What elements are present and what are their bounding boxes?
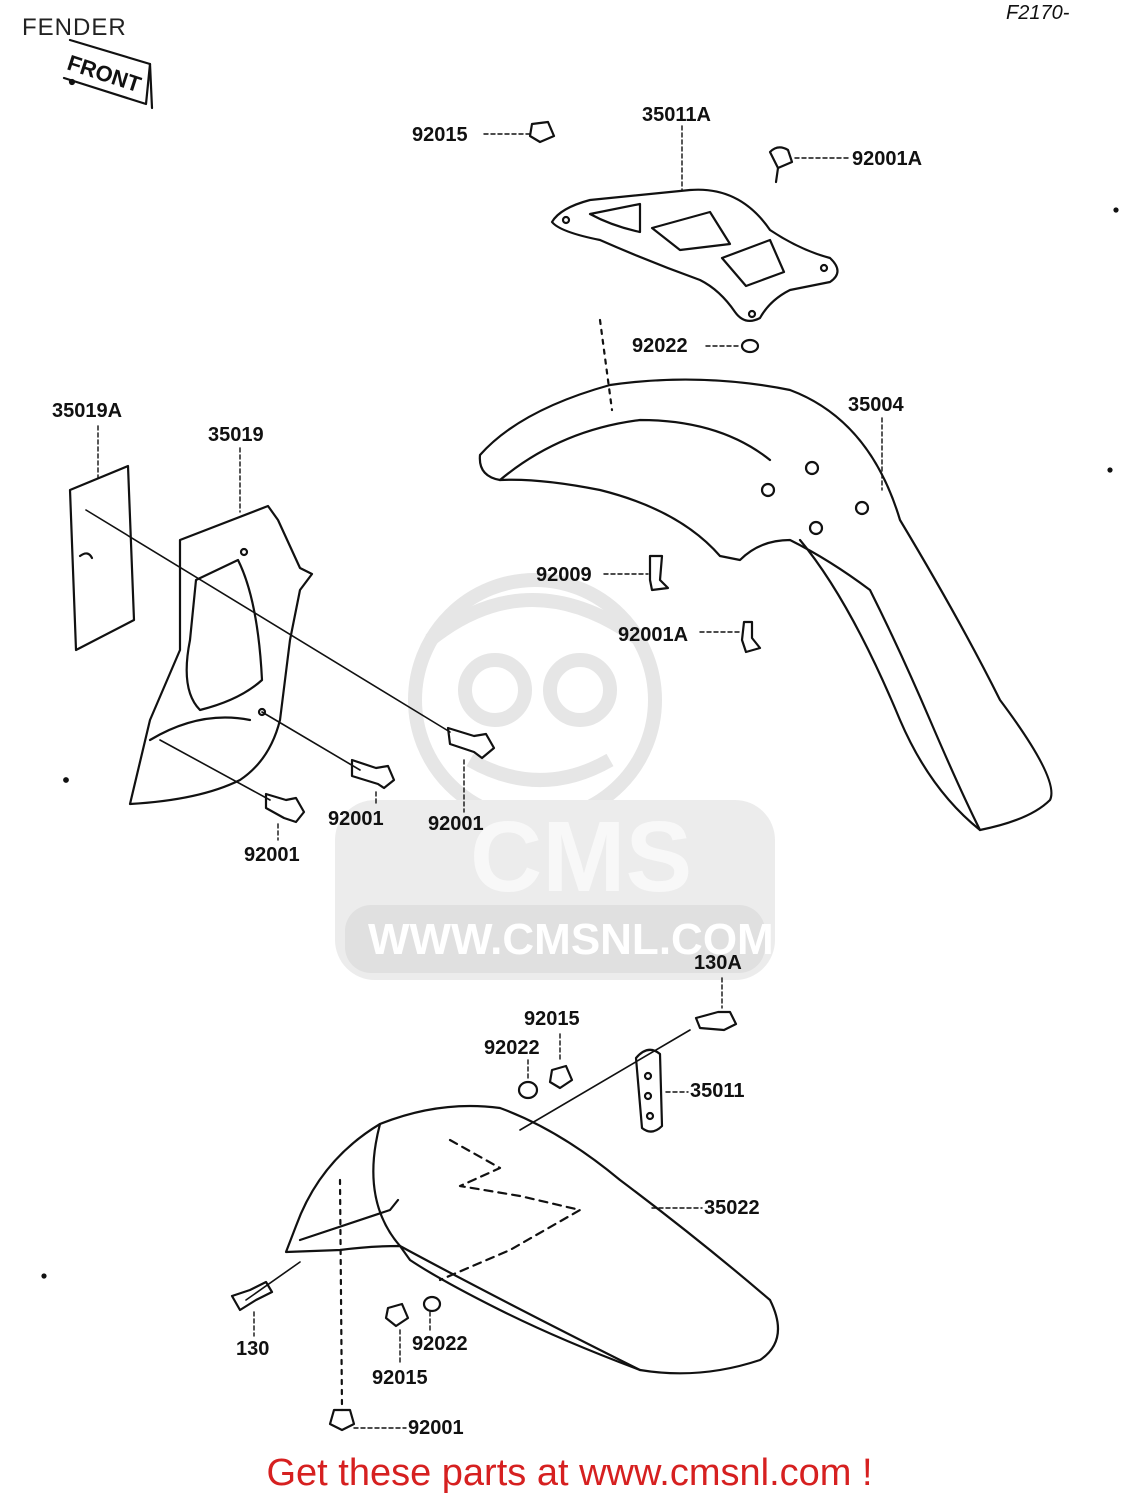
fender-35022 [284, 1104, 780, 1375]
bolt-92001A-top [768, 146, 794, 184]
bracket-35011A [550, 188, 839, 323]
part-label-35011A[interactable]: 35011A [642, 104, 711, 126]
part-label-92001A[interactable]: 92001A [852, 148, 923, 170]
bracket-35011 [634, 1048, 664, 1133]
bolt-92001A-mid [740, 620, 762, 654]
part-label-35019[interactable]: 35019 [208, 424, 264, 446]
part-label-35011[interactable]: 35011 [690, 1080, 745, 1102]
part-label-92009[interactable]: 92009 [536, 564, 592, 586]
washer-92022-top [740, 338, 760, 354]
front-marker-icon [62, 38, 154, 110]
bolt-92001-d [328, 1408, 356, 1432]
part-label-35022[interactable]: 35022 [704, 1197, 760, 1219]
diagram-title: FENDER [22, 14, 127, 41]
part-label-130[interactable]: 130 [236, 1338, 270, 1360]
diagram-code: F2170- [1006, 2, 1070, 24]
bolt-130 [230, 1280, 274, 1312]
bolt-92001-a [446, 726, 496, 760]
part-label-92015[interactable]: 92015 [412, 124, 468, 146]
nut-92015-top [528, 120, 556, 144]
part-label-92015[interactable]: 92015 [372, 1367, 428, 1389]
bolt-92001-c [264, 792, 306, 824]
part-label-35004[interactable]: 35004 [848, 394, 904, 416]
washer-92022-b [517, 1080, 539, 1100]
part-label-92001[interactable]: 92001 [328, 808, 384, 830]
part-label-92022[interactable]: 92022 [484, 1037, 540, 1059]
part-label-130A[interactable]: 130A [694, 952, 742, 974]
screw-92009 [648, 554, 670, 592]
washer-92022-c [422, 1295, 442, 1313]
part-label-92001A-mid[interactable]: 92001A [618, 624, 689, 646]
part-label-35019A[interactable]: 35019A [52, 400, 123, 422]
part-label-92022[interactable]: 92022 [632, 335, 688, 357]
part-label-92015[interactable]: 92015 [524, 1008, 580, 1030]
guard-35019 [128, 504, 314, 806]
bolt-92001-b [350, 758, 396, 790]
part-label-92001[interactable]: 92001 [428, 813, 484, 835]
part-label-92001[interactable]: 92001 [244, 844, 300, 866]
nut-92015-b [548, 1064, 574, 1090]
bolt-130A [694, 1010, 738, 1032]
part-label-92022[interactable]: 92022 [412, 1333, 468, 1355]
fender-35004 [478, 318, 1053, 832]
watermark-url: WWW.CMSNL.COM [368, 915, 774, 964]
plate-35019A [68, 464, 136, 652]
nut-92015-c [384, 1302, 410, 1328]
footer-promo-link[interactable]: Get these parts at www.cmsnl.com ! [266, 1452, 873, 1494]
watermark-logo-text: CMS [470, 801, 693, 913]
part-label-92001[interactable]: 92001 [408, 1417, 464, 1439]
